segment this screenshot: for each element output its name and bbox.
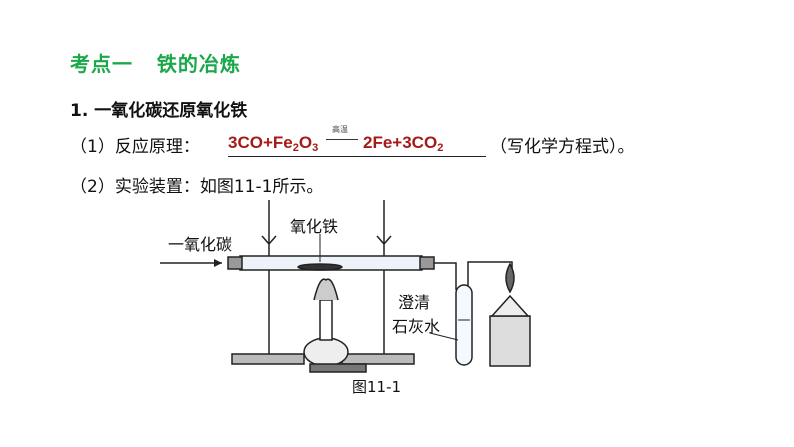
- equation-right: 2Fe+3CO2: [363, 133, 444, 154]
- lamp-neck: [319, 299, 333, 341]
- reaction-condition: 高温: [332, 125, 348, 134]
- label-limewater-2: 石灰水: [392, 317, 440, 336]
- right-clamp: [376, 235, 392, 246]
- left-clamp: [261, 235, 277, 246]
- right-stopper: [419, 256, 435, 270]
- label-fe2o3: 氧化铁: [290, 217, 338, 236]
- right-stand-base: [341, 353, 415, 365]
- page-title: 考点一 铁的冶炼: [70, 52, 241, 76]
- test-tube: [455, 284, 473, 366]
- label-limewater-1: 澄清: [398, 293, 430, 312]
- equation-hint: （写化学方程式）。: [490, 137, 635, 157]
- section-title: 1. 一氧化碳还原氧化铁: [70, 101, 248, 121]
- apparatus-description: （2）实验装置：如图11-1所示。: [70, 177, 324, 197]
- reaction-principle-prefix: （1）反应原理：: [70, 137, 200, 157]
- lamp: [303, 337, 349, 367]
- figure-caption: 图11-1: [352, 378, 401, 396]
- equation-left: 3CO+Fe2O3: [228, 133, 319, 154]
- reaction-arrow: [326, 139, 358, 140]
- outlet-tube: [434, 262, 457, 290]
- fe2o3-powder: [297, 263, 343, 271]
- lamp-base: [309, 363, 367, 373]
- lamp-flame: [313, 278, 339, 301]
- right-flame: [505, 262, 515, 294]
- left-stopper: [227, 256, 243, 270]
- right-lamp-jar: [489, 315, 531, 367]
- left-stand-base: [231, 353, 305, 365]
- right-lamp-top: [490, 294, 530, 317]
- chemical-equation: 3CO+Fe2O3 高温 2Fe+3CO2: [228, 125, 486, 157]
- label-co: 一氧化碳: [168, 235, 232, 254]
